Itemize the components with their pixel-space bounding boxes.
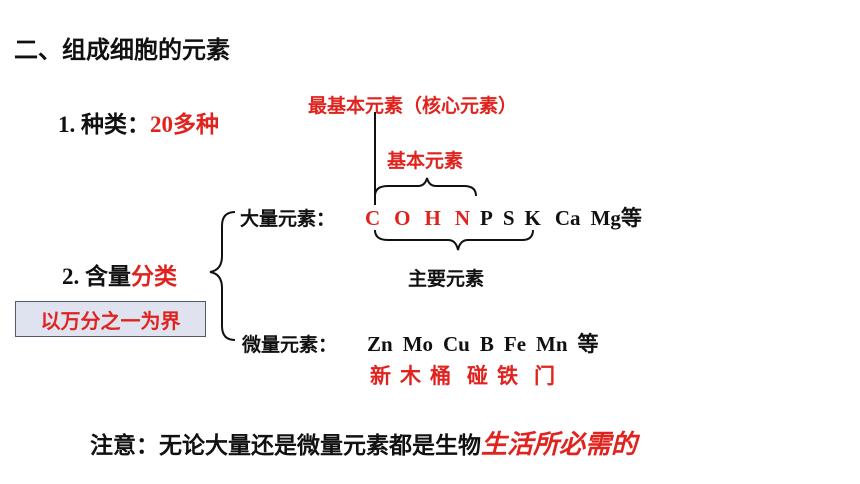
most-basic-element-label: 最基本元素（核心元素） [308,95,518,117]
element-fe: Fe [503,332,527,356]
element-mg: Mg等 [590,206,642,230]
note-text: 注意：无论大量还是微量元素都是生物 [90,433,481,459]
content-emph: 分类 [131,264,177,290]
micro-elements-label: 微量元素： [242,334,338,356]
element-k: K [524,206,541,230]
mnemonic-char: 木 [400,364,421,388]
mnemonic-line: 新木桶碰铁门 [370,360,564,390]
note-emph: 生活所必需的 [481,430,638,460]
mnemonic-char: 门 [534,364,555,388]
element-o: O [394,206,411,230]
boundary-box: 以万分之一为界 [15,301,206,337]
mnemonic-char: 碰 [467,364,488,388]
kinds-line: 1. 种类：20多种 [58,105,219,139]
page-title: 二、组成细胞的元素 [14,36,230,64]
content-label: 2. 含量 [62,264,131,289]
mnemonic-char: 铁 [497,364,518,388]
element-h: H [424,206,441,230]
element-zn: Zn [367,332,393,356]
note-line: 注意：无论大量还是微量元素都是生物生活所必需的 [90,424,637,461]
macro-elements-label: 大量元素： [240,208,336,230]
basic-elements-brace [374,177,477,197]
element-b: B [479,332,494,356]
content-line: 2. 含量分类 [62,257,177,291]
basic-elements-label: 基本元素 [387,150,464,172]
mnemonic-char: 新 [370,364,391,388]
kinds-value: 20多种 [150,112,219,137]
mnemonic-char: 桶 [430,364,451,388]
element-n: N [454,206,471,230]
element-c: C [365,206,381,230]
kinds-label: 1. 种类： [58,112,150,137]
element-cu: Cu [443,332,470,356]
classification-brace [209,211,236,341]
micro-elements-list: Zn Mo Cu B Fe Mn 等 [367,328,609,358]
element-mn: Mn [536,332,568,356]
element-ca: Ca [554,206,581,230]
micro-etc: 等 [577,332,599,356]
main-elements-brace [374,229,534,251]
main-elements-label: 主要元素 [408,268,485,290]
element-s: S [502,206,515,230]
element-mo: Mo [402,332,434,356]
element-p: P [480,206,493,230]
